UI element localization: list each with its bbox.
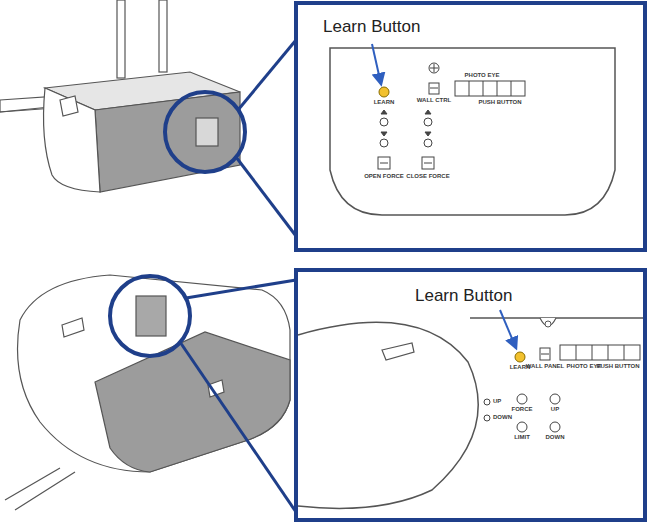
zoom-circle: [110, 276, 190, 356]
zoom-line: [236, 157, 296, 236]
button-label: FORCE: [512, 406, 533, 413]
cover-outline: [298, 322, 478, 508]
button-label: OPEN FORCE: [364, 173, 404, 180]
button-label: LIMIT: [514, 434, 530, 441]
button-label: DOWN: [546, 434, 565, 441]
terminal-label: PUSH BUTTON: [478, 99, 521, 106]
learn-button: [379, 87, 389, 97]
zoom-circle: [165, 92, 245, 172]
opener-slot: [60, 96, 78, 116]
led-label: DOWN: [493, 414, 512, 421]
button-label: WALL PANEL: [526, 363, 564, 370]
opener-slot: [62, 318, 84, 337]
door-rail: [5, 468, 75, 510]
zoom-line: [180, 342, 296, 512]
terminal-block: [455, 81, 525, 96]
terminal-label: PHOTO EYE: [567, 363, 602, 370]
callout-arrow: [372, 44, 381, 84]
control-panel-outline: [330, 48, 615, 215]
top-controls: [378, 63, 525, 169]
wall-panel-button: [540, 348, 550, 360]
led: [484, 399, 490, 405]
opener-underside: [95, 332, 290, 472]
cover-slot: [382, 343, 414, 360]
zoom-panel: [296, 270, 645, 520]
button-line: [424, 163, 432, 164]
callout-arrow: [500, 310, 516, 348]
up-button: [550, 394, 560, 404]
callout-label: Learn Button: [323, 18, 420, 37]
button-line: [430, 88, 438, 89]
up-triangle: [425, 110, 431, 114]
zoom-line: [186, 280, 296, 298]
hanger-rail: [159, 0, 167, 72]
control-panel-window: [136, 296, 166, 336]
down-button: [550, 422, 560, 432]
opener-end-cap: [44, 88, 100, 192]
terminal-dividers: [576, 345, 624, 360]
terminal-dividers: [469, 81, 511, 96]
screw-tab: [540, 318, 556, 326]
force-button: [378, 157, 390, 169]
indicator: [424, 139, 432, 147]
zoom-line: [238, 40, 296, 110]
opener-bottom: [5, 275, 290, 510]
up-triangle: [381, 110, 387, 114]
force-button: [517, 394, 527, 404]
opener-top: [0, 0, 240, 192]
screw-cross: [430, 64, 438, 72]
force-button: [422, 157, 434, 169]
button-label: CLOSE FORCE: [406, 173, 449, 180]
wall-control-button: [429, 83, 439, 94]
button-line: [541, 354, 549, 355]
indicator: [424, 118, 432, 126]
down-triangle: [425, 132, 431, 136]
limit-button: [517, 422, 527, 432]
indicator: [380, 139, 388, 147]
control-panel-edge: [470, 317, 643, 319]
button-label: WALL CTRL: [417, 97, 452, 104]
button-line: [380, 163, 388, 164]
bottom-controls: [484, 345, 640, 432]
zoom-panel: [296, 3, 645, 250]
terminal-label: PUSH BUTTON: [596, 363, 639, 370]
button-label: UP: [551, 406, 559, 413]
down-triangle: [381, 132, 387, 136]
indicator: [380, 118, 388, 126]
learn-button: [515, 352, 525, 362]
screw: [545, 321, 551, 327]
terminal-block: [560, 345, 640, 360]
button-label: LEARN: [374, 99, 395, 106]
led: [484, 415, 490, 421]
control-panel-window: [196, 118, 218, 146]
led-label: UP: [493, 398, 501, 405]
callout-label: Learn Button: [415, 287, 512, 306]
screw: [429, 63, 439, 73]
terminal-label: PHOTO EYE: [465, 72, 500, 79]
hanger-rail: [117, 0, 125, 78]
